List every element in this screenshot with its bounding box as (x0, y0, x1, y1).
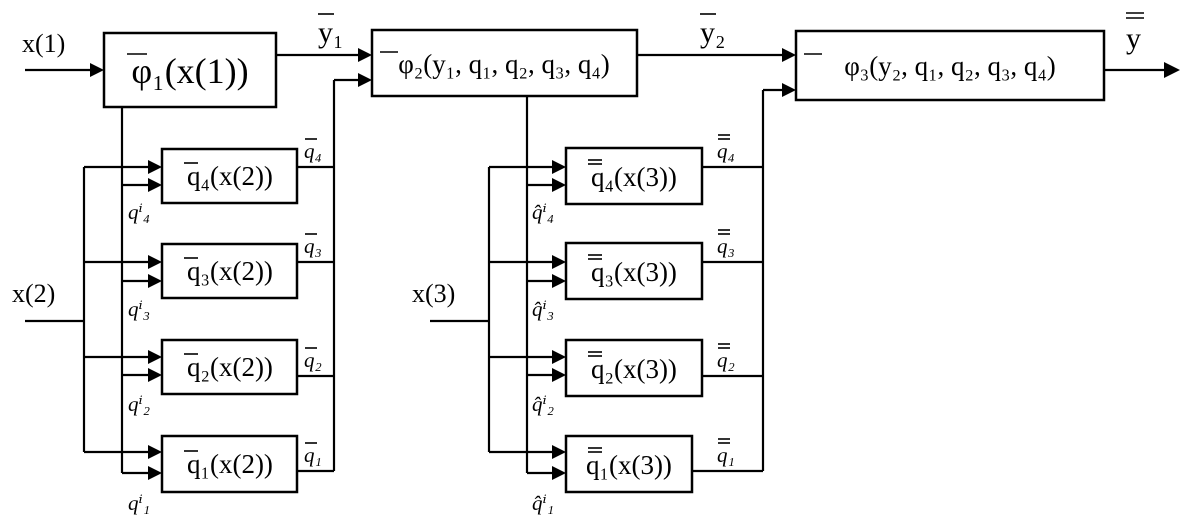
phi3-block-label: φ₃(y₂, q₁, q₂, q₃, q₄) (844, 51, 1056, 81)
phi2-block: φ₂(y₁, q₁, q₂, q₃, q₄) (370, 28, 639, 98)
phi2-block-label: φ₂(y₁, q₁, q₂, q₃, q₄) (398, 49, 610, 79)
q3-input-label-stage2: q̂ⁱ₃ (532, 297, 554, 321)
q2-block-stage2-label: q₂(x(3)) (591, 354, 677, 384)
q3-output-label-stage2: q₃ (717, 234, 735, 258)
q4-input-label-stage1: qⁱ₄ (128, 200, 150, 224)
q4-block-stage1: q₄(x(2)) qⁱ₄ q₄ (84, 138, 334, 224)
q1-output-label-stage2: q₁ (717, 443, 735, 467)
q3-block-stage2-label: q₃(x(3)) (591, 257, 677, 287)
q1-input-label-stage2: q̂ⁱ₁ (532, 491, 554, 515)
q1-output-label-stage1: q₁ (304, 443, 322, 467)
input-x3-label: x(3) (412, 279, 455, 308)
q4-block-stage2-label: q₄(x(3)) (591, 162, 677, 192)
q2-block-stage1-label: q₂(x(2)) (187, 352, 273, 382)
y2-label: y₂ (700, 16, 725, 49)
q4-block-stage2: q₄(x(3)) q̂ⁱ₄ q₄ (489, 134, 763, 224)
phi1-block: φ₁(x(1)) (102, 31, 278, 109)
q4-output-label-stage1: q₄ (304, 139, 322, 163)
y1-label: y₁ (318, 16, 343, 49)
q3-block-stage1-label: q₃(x(2)) (187, 256, 273, 286)
input-x1-label: x(1) (22, 29, 65, 58)
q2-input-label-stage2: q̂ⁱ₂ (532, 392, 554, 416)
q1-input-label-stage1: qⁱ₁ (128, 491, 150, 515)
q2-block-stage2: q₂(x(3)) q̂ⁱ₂ q₂ (489, 338, 763, 416)
final-output-label: y (1126, 22, 1141, 55)
q3-input-label-stage1: qⁱ₃ (128, 297, 150, 321)
q1-block-stage1-label: q₁(x(2)) (187, 449, 273, 479)
q2-output-label-stage2: q₂ (717, 348, 735, 372)
q2-input-label-stage1: qⁱ₂ (128, 392, 150, 416)
phi1-block-label: φ₁(x(1)) (131, 51, 248, 91)
q4-output-label-stage2: q₄ (717, 139, 735, 163)
q1-block-stage2-label: q₁(x(3)) (586, 450, 672, 480)
q1-block-stage2: q₁(x(3)) q̂ⁱ₁ q₁ (489, 434, 763, 515)
q4-input-label-stage2: q̂ⁱ₄ (532, 200, 554, 224)
q4-block-stage1-label: q₄(x(2)) (187, 161, 273, 191)
q3-output-label-stage1: q₃ (304, 234, 322, 258)
q2-block-stage1: q₂(x(2)) qⁱ₂ q₂ (84, 338, 334, 416)
q2-output-label-stage1: q₂ (304, 348, 322, 372)
q3-block-stage1: q₃(x(2)) qⁱ₃ q₃ (84, 233, 334, 321)
q3-block-stage2: q₃(x(3)) q̂ⁱ₃ q₃ (489, 229, 763, 321)
q1-block-stage1: q₁(x(2)) qⁱ₁ q₁ (84, 434, 334, 515)
phi3-block: φ₃(y₂, q₁, q₂, q₃, q₄) (794, 29, 1106, 102)
input-x2-label: x(2) (12, 279, 55, 308)
